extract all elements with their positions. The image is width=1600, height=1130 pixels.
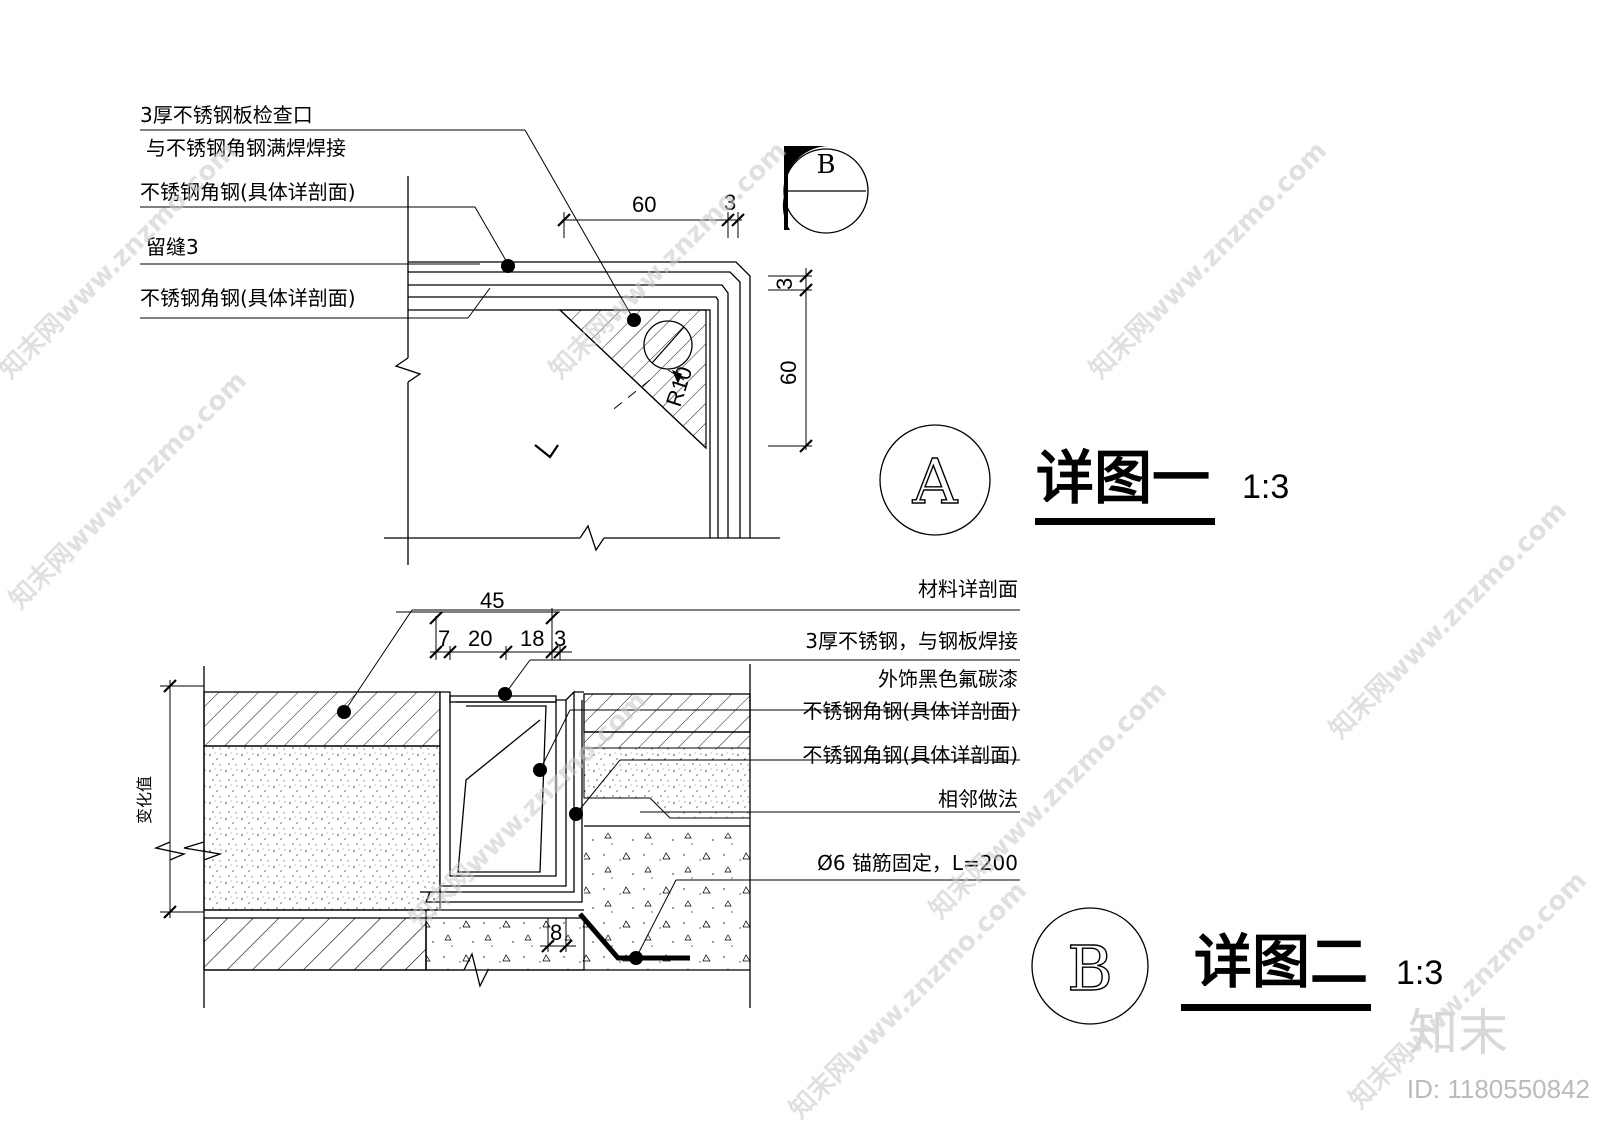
detail-1-drawing xyxy=(140,129,1215,565)
watermark-text: 知末网www.znzmo.com xyxy=(1324,496,1573,745)
detail-2-symbol: B xyxy=(1067,932,1113,1005)
dim-60-vertical: 60 xyxy=(776,361,801,385)
detail-1-notes: 3厚不锈钢板检查口 与不锈钢角钢满焊焊接 不锈钢角钢(具体详剖面) 留缝3 不锈… xyxy=(140,103,356,310)
detail-1-scale: 1:3 xyxy=(1242,468,1289,506)
watermark-text: 知末网www.znzmo.com xyxy=(1084,136,1333,385)
detail-1-dimensions: 60 3 3 60 R10 xyxy=(632,190,801,410)
note-black-paint: 外饰黑色氟碳漆 xyxy=(878,667,1018,691)
note-angle-steel-2: 不锈钢角钢(具体详剖面) xyxy=(140,286,356,310)
watermark-brand: 知末 xyxy=(1408,1004,1508,1062)
watermark-id: ID: 1180550842 xyxy=(1407,1074,1590,1104)
section-marker-letter: B xyxy=(816,150,835,180)
dim-3: 3 xyxy=(554,626,566,651)
detail-2-drawing xyxy=(153,608,1371,1025)
dim-7: 7 xyxy=(438,626,450,651)
detail-2-notes: 材料详剖面 3厚不锈钢，与钢板焊接 外饰黑色氟碳漆 不锈钢角钢(具体详剖面) 不… xyxy=(802,577,1018,875)
note-inspection-plate: 3厚不锈钢板检查口 xyxy=(140,103,313,127)
note-gap: 留缝3 xyxy=(146,235,199,259)
dim-20: 20 xyxy=(468,626,492,651)
dim-3-horizontal: 3 xyxy=(724,190,736,215)
note-adjacent: 相邻做法 xyxy=(938,787,1018,811)
detail-2-dimensions: 45 7 20 18 3 8 xyxy=(438,588,566,945)
dim-60-horizontal: 60 xyxy=(632,192,656,217)
dim-8: 8 xyxy=(550,920,562,945)
note-angle-steel-3: 不锈钢角钢(具体详剖面) xyxy=(802,699,1018,723)
note-angle-steel-1: 不锈钢角钢(具体详剖面) xyxy=(140,180,356,204)
dim-3-vertical: 3 xyxy=(772,278,797,290)
note-weld: 与不锈钢角钢满焊焊接 xyxy=(146,136,346,160)
note-material-section: 材料详剖面 xyxy=(918,577,1018,601)
side-label-variable: 变化值 xyxy=(135,776,154,824)
watermark-text: 知末网www.znzmo.com xyxy=(4,366,253,615)
dim-45: 45 xyxy=(480,588,504,613)
note-anchor-rebar: Ø6 锚筋固定，L=200 xyxy=(817,851,1018,875)
detail-1-symbol: A xyxy=(912,445,959,518)
detail-2-title: 详图二 xyxy=(1194,928,1368,996)
detail-2-scale: 1:3 xyxy=(1396,954,1443,992)
dim-18: 18 xyxy=(520,626,544,651)
note-angle-steel-4: 不锈钢角钢(具体详剖面) xyxy=(802,743,1018,767)
note-steel-plate: 3厚不锈钢，与钢板焊接 xyxy=(805,629,1018,653)
watermark-text: 知末网www.znzmo.com xyxy=(0,136,243,385)
watermark-text: 知末网www.znzmo.com xyxy=(784,876,1033,1125)
detail-1-title: 详图一 xyxy=(1036,444,1210,512)
